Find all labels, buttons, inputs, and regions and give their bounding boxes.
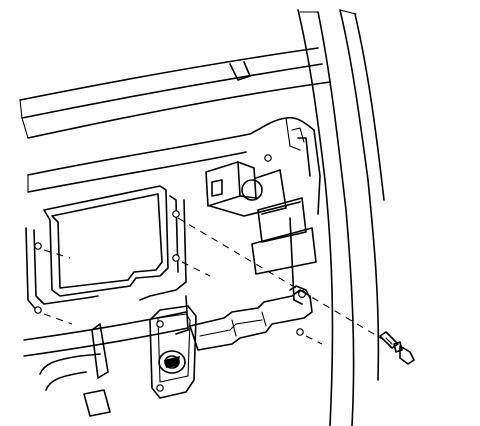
panel-strips xyxy=(23,197,317,357)
latch-hole-bottom xyxy=(156,384,164,392)
door-upper-rail xyxy=(19,47,331,139)
hole-6 xyxy=(296,328,304,336)
hole-3 xyxy=(172,210,180,218)
lock-module-box xyxy=(205,161,301,217)
door-latch-lock xyxy=(149,305,197,399)
hole-5 xyxy=(264,154,272,162)
hole-2 xyxy=(34,306,42,314)
mounting-bracket xyxy=(189,285,313,351)
door-frame xyxy=(297,9,385,426)
latch-hole-top xyxy=(156,320,164,328)
alignment-dashed-line xyxy=(177,217,385,341)
door-inner-panel xyxy=(27,116,321,215)
hole-4 xyxy=(172,254,180,262)
panel-holes xyxy=(34,154,323,345)
access-panel-opening xyxy=(25,185,187,313)
door-lower-sill xyxy=(39,323,111,417)
hole-1 xyxy=(34,242,42,250)
push-pin-fastener xyxy=(379,331,415,365)
